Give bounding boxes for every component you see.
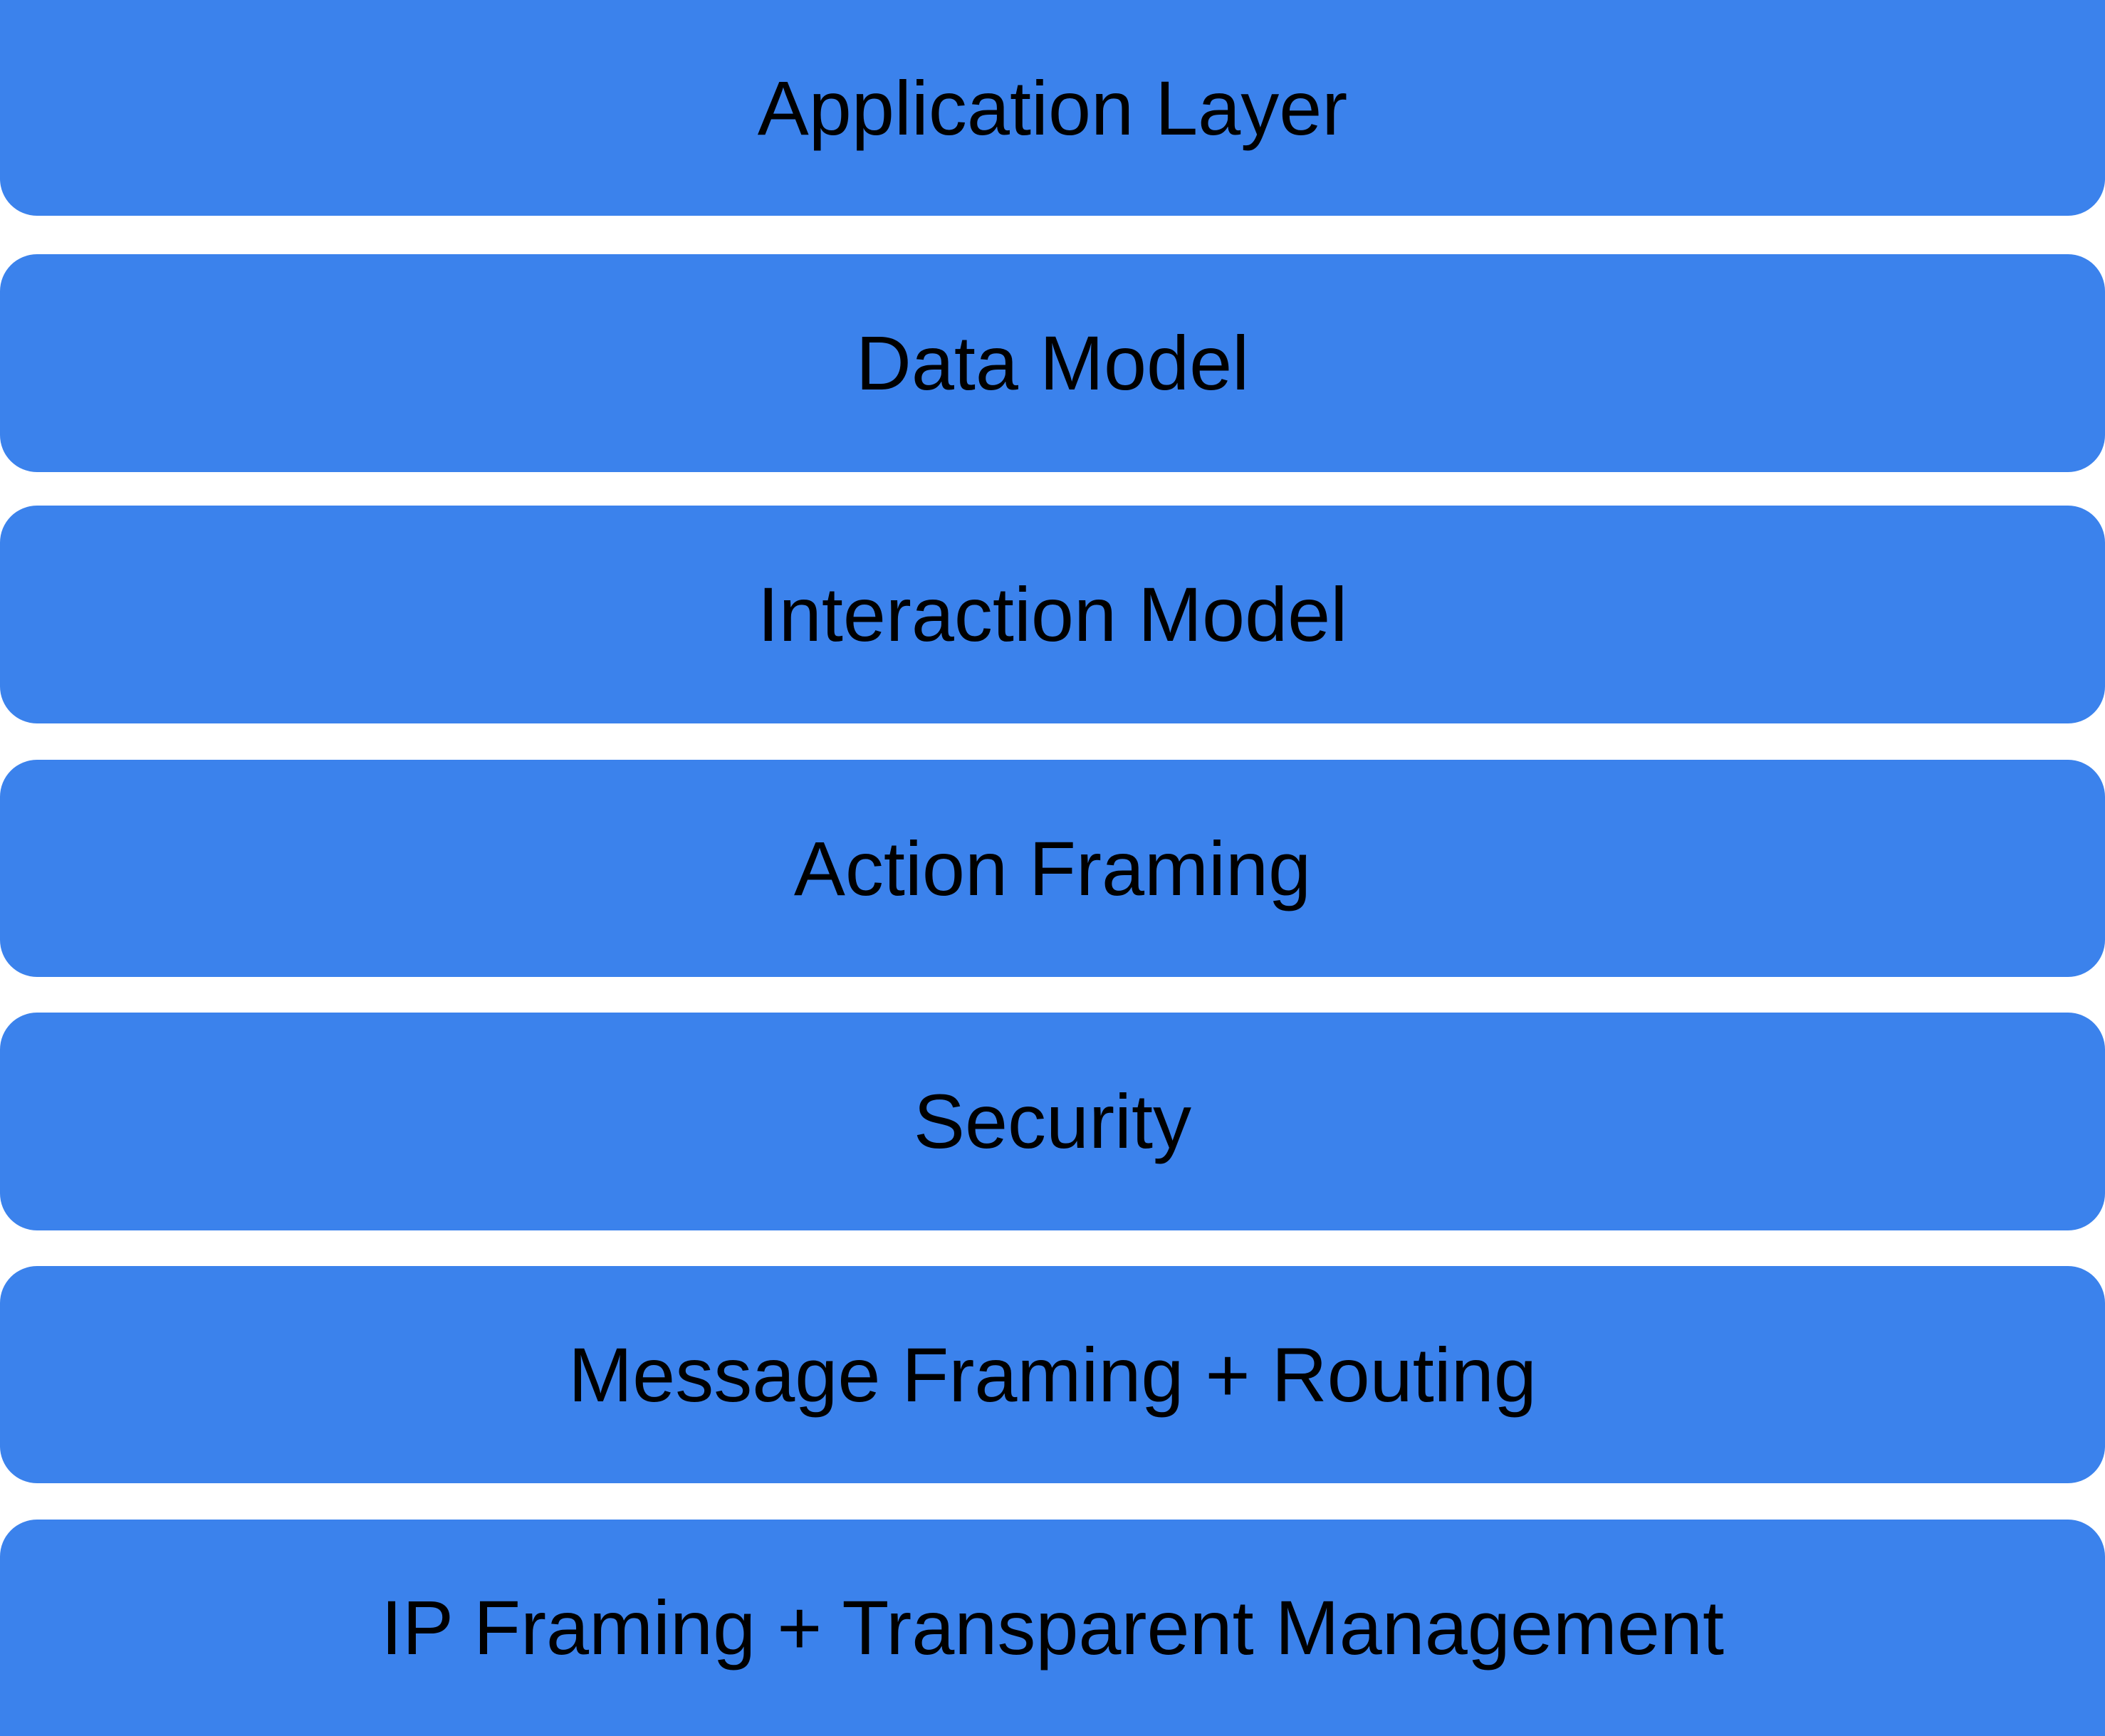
layer-label-security: Security — [913, 1078, 1192, 1165]
layer-label-interaction-model: Interaction Model — [757, 571, 1348, 658]
layer-bar-interaction-model[interactable]: Interaction Model — [0, 506, 2105, 723]
layer-bar-message-framing-routing[interactable]: Message Framing + Routing — [0, 1266, 2105, 1483]
layer-bar-security[interactable]: Security — [0, 1013, 2105, 1230]
layer-label-action-framing: Action Framing — [793, 825, 1312, 911]
layer-bar-action-framing[interactable]: Action Framing — [0, 760, 2105, 977]
layer-bar-application-layer[interactable]: Application Layer — [0, 0, 2105, 216]
layer-bar-ip-framing-transparent-management[interactable]: IP Framing + Transparent Management — [0, 1520, 2105, 1736]
layer-label-data-model: Data Model — [855, 320, 1250, 407]
layer-label-ip-framing-transparent-management: IP Framing + Transparent Management — [381, 1584, 1724, 1671]
layer-label-application-layer: Application Layer — [757, 64, 1348, 151]
layer-label-message-framing-routing: Message Framing + Routing — [568, 1331, 1537, 1418]
layer-bar-data-model[interactable]: Data Model — [0, 254, 2105, 472]
